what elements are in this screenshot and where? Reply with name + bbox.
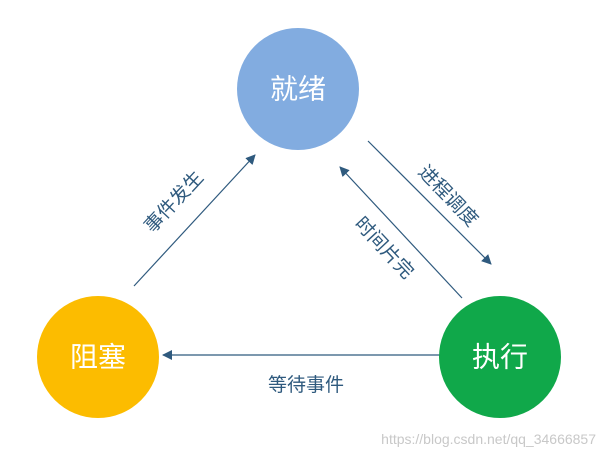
- edge-label-running-to-blocked: 等待事件: [268, 374, 344, 396]
- node-blocked: [37, 296, 159, 418]
- arrow-blocked-to-ready: [133, 154, 256, 287]
- node-ready: [237, 28, 359, 150]
- watermark-text: https://blog.csdn.net/qq_34666857: [381, 431, 596, 447]
- node-running-label: 执行: [472, 341, 528, 374]
- edge-label-running-to-ready: 时间片完: [350, 213, 418, 284]
- node-ready-label: 就绪: [270, 73, 326, 106]
- node-blocked-label: 阻塞: [70, 341, 126, 374]
- node-running: [439, 296, 561, 418]
- arrow-ready-to-running: [367, 140, 492, 265]
- edge-label-blocked-to-ready: 事件发生: [140, 167, 208, 238]
- arrow-running-to-ready: [339, 166, 463, 299]
